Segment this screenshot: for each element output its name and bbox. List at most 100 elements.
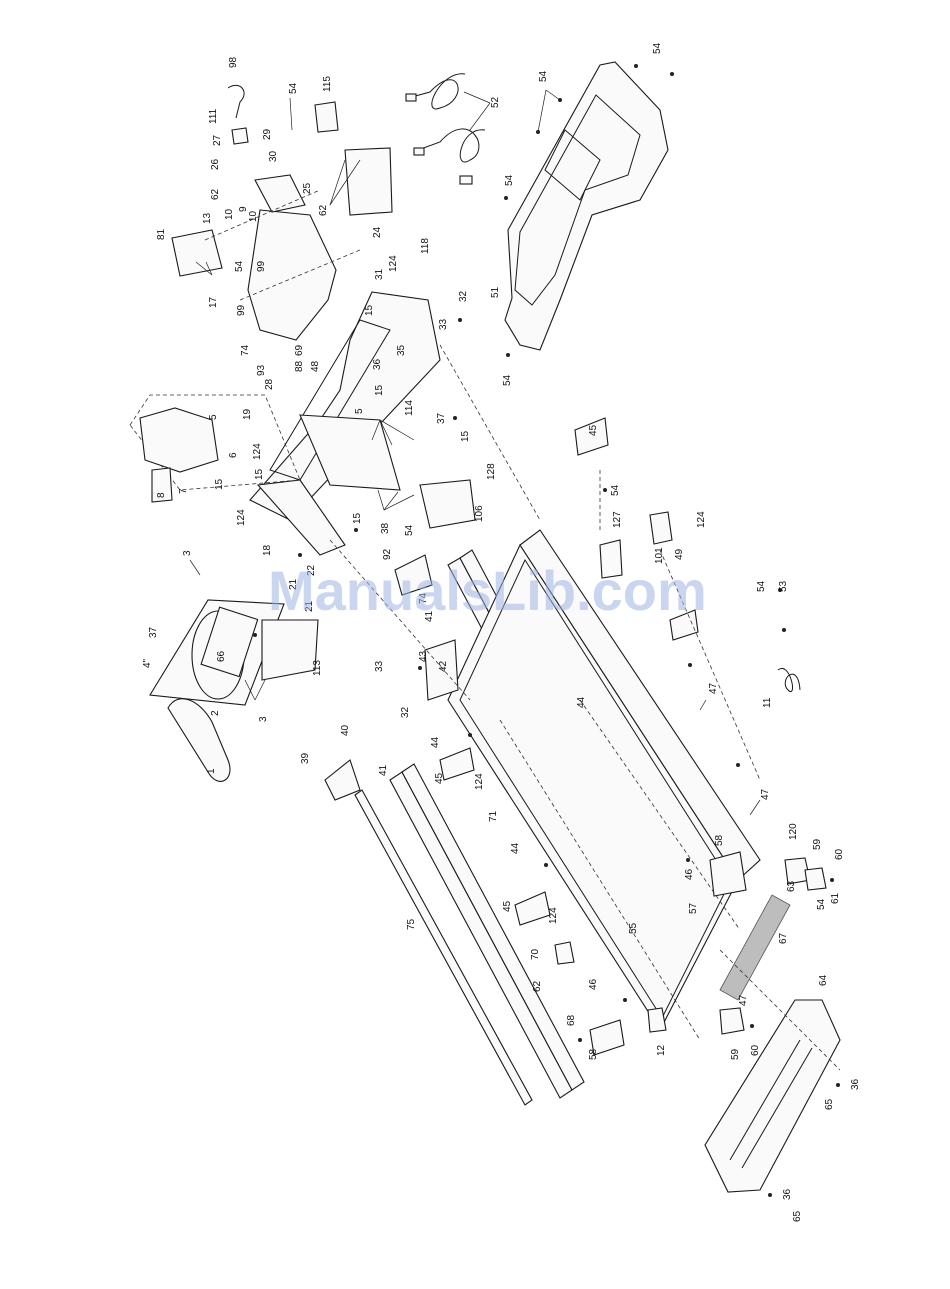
callout-2: 2 — [210, 710, 221, 716]
callout-101: 101 — [654, 547, 665, 564]
callout-64: 64 — [818, 974, 829, 986]
callout-124: 124 — [252, 443, 263, 460]
callout-12: 12 — [656, 1044, 667, 1056]
callout-28: 28 — [264, 378, 275, 390]
callout-44: 44 — [430, 736, 441, 748]
callout-1: 1 — [206, 768, 217, 774]
callout-63: 63 — [786, 880, 797, 892]
callout-47: 47 — [760, 788, 771, 800]
callout-52: 52 — [490, 96, 501, 108]
callout-37: 37 — [148, 626, 159, 638]
callout-6: 6 — [228, 452, 239, 458]
motor-hood — [504, 61, 669, 351]
controller-bracket — [171, 84, 393, 341]
callout-59: 59 — [812, 838, 823, 850]
callout-74: 74 — [418, 592, 429, 604]
callout-124: 124 — [548, 907, 559, 924]
callout-54: 54 — [404, 524, 415, 536]
callout-7: 7 — [178, 488, 189, 494]
callout-11: 11 — [762, 697, 773, 708]
callout-75: 75 — [406, 918, 417, 930]
callout-39: 39 — [300, 752, 311, 764]
callout-36: 36 — [782, 1188, 793, 1200]
callout-9: 9 — [238, 206, 249, 212]
callout-98: 98 — [228, 56, 239, 68]
callout-54: 54 — [538, 70, 549, 82]
callout-46: 46 — [684, 868, 695, 880]
screw-dots — [253, 64, 840, 1197]
callout-54: 54 — [288, 82, 299, 94]
callout-5: 5 — [208, 414, 219, 420]
watermark: ManualsLib.com — [268, 559, 707, 622]
rear-feet — [647, 851, 827, 1035]
callout-54: 54 — [610, 484, 621, 496]
callout-47: 47 — [708, 682, 719, 694]
callout-3: 3 — [258, 716, 269, 722]
callout-111: 111 — [208, 108, 219, 124]
callout-62: 62 — [318, 204, 329, 216]
callout-120: 120 — [788, 823, 799, 840]
callout-15: 15 — [364, 304, 375, 316]
callout-36: 36 — [850, 1078, 861, 1090]
callout-60: 60 — [834, 848, 845, 860]
callout-31: 31 — [374, 268, 385, 280]
callout-46: 46 — [588, 978, 599, 990]
callout-19: 19 — [242, 408, 253, 420]
callout-51: 51 — [490, 286, 501, 298]
callout-67: 67 — [778, 932, 789, 944]
callout-33: 33 — [438, 318, 449, 330]
power-cords — [405, 73, 486, 185]
callout-58: 58 — [588, 1048, 599, 1060]
callout-42: 42 — [438, 660, 449, 672]
callout-124: 124 — [696, 511, 707, 528]
callout-127: 127 — [612, 511, 623, 528]
callout-114: 114 — [404, 400, 415, 416]
rear-endcap — [704, 999, 841, 1193]
callout-27: 27 — [212, 134, 223, 146]
callout-labels: 98 111 27 29 26 30 62 25 10 9 10 13 81 5… — [142, 42, 861, 1222]
callout-115: 115 — [322, 76, 333, 92]
callout-32: 32 — [400, 706, 411, 718]
callout-32: 32 — [458, 290, 469, 302]
callout-37: 37 — [436, 412, 447, 424]
callout-26: 26 — [210, 158, 221, 170]
callout-4: 4" — [142, 658, 153, 668]
callout-38: 38 — [380, 522, 391, 534]
callout-71: 71 — [488, 810, 499, 822]
callout-44: 44 — [510, 842, 521, 854]
callout-124: 124 — [388, 255, 399, 272]
callout-65: 65 — [824, 1098, 835, 1110]
callout-15: 15 — [214, 478, 225, 490]
callout-21: 21 — [288, 578, 299, 590]
callout-22: 22 — [306, 564, 317, 576]
callout-49: 49 — [674, 548, 685, 560]
callout-35: 35 — [396, 344, 407, 356]
callout-41: 41 — [378, 764, 389, 776]
callout-48: 48 — [310, 360, 321, 372]
callout-45: 45 — [434, 772, 445, 784]
callout-106: 106 — [474, 505, 485, 522]
small-parts — [324, 417, 699, 1056]
callout-113: 113 — [312, 660, 323, 676]
callout-24: 24 — [372, 226, 383, 238]
fastener-11 — [777, 667, 801, 693]
callout-15: 15 — [460, 430, 471, 442]
callout-21: 21 — [304, 600, 315, 612]
callout-81: 81 — [156, 228, 167, 240]
decal-strip — [719, 894, 791, 1001]
callout-62: 62 — [210, 188, 221, 200]
callout-60: 60 — [750, 1044, 761, 1056]
drive-belt — [167, 698, 231, 782]
upright-frame — [249, 291, 476, 556]
callout-61: 61 — [830, 892, 841, 904]
callout-17: 17 — [208, 296, 219, 308]
callout-66: 66 — [216, 650, 227, 662]
callout-54: 54 — [816, 898, 827, 910]
callout-99: 99 — [236, 304, 247, 316]
callout-118: 118 — [420, 238, 431, 254]
callout-54: 54 — [756, 580, 767, 592]
incline-motor — [149, 599, 319, 706]
callout-40: 40 — [340, 724, 351, 736]
callout-70: 70 — [530, 948, 541, 960]
